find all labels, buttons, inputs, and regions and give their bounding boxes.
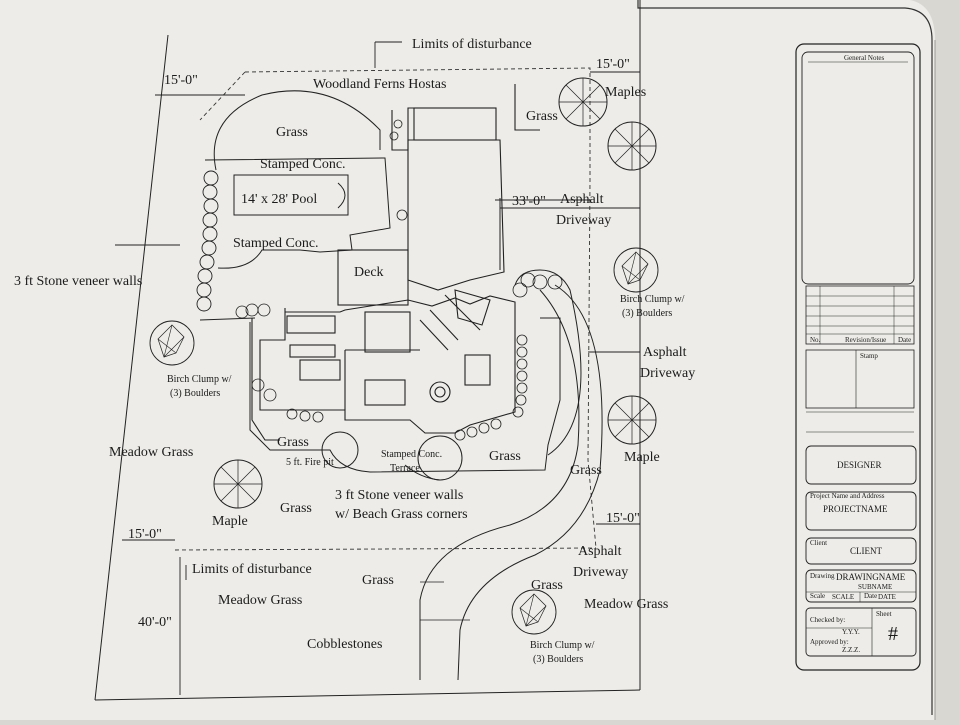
tb-client-label: Client	[810, 539, 827, 547]
tb-approved-label: Approved by:	[810, 638, 849, 646]
tb-scale: SCALE	[832, 593, 854, 601]
label-grass-terrace-l: Grass	[277, 435, 309, 450]
label-grass-bottom: Grass	[280, 501, 312, 516]
tb-date: DATE	[878, 593, 896, 601]
hedge-row	[196, 170, 219, 312]
tb-client: CLIENT	[850, 546, 882, 556]
label-driveway-1: Driveway	[556, 213, 611, 228]
label-limits-bottom: Limits of disturbance	[192, 562, 312, 577]
title-block-text: General Notes No. Revision/Issue Date St…	[810, 54, 911, 654]
label-cobblestones: Cobblestones	[307, 637, 382, 652]
tb-sheet-label: Sheet	[876, 610, 892, 618]
tb-revision-no: No.	[810, 336, 821, 344]
label-grass-lower-right: Grass	[531, 578, 563, 593]
maple-tree-icon	[213, 459, 263, 509]
label-asphalt-2: Asphalt	[643, 345, 687, 360]
label-dim-15-top-right: 15'-0"	[596, 57, 630, 72]
label-driveway-2: Driveway	[640, 366, 695, 381]
label-stone-walls-bottom-1: 3 ft Stone veneer walls	[335, 488, 463, 503]
label-dim-33: 33'-0"	[512, 194, 546, 209]
label-deck: Deck	[354, 265, 384, 280]
label-meadow-left: Meadow Grass	[109, 445, 193, 460]
tb-project-name: PROJECTNAME	[823, 504, 888, 514]
tb-general-notes: General Notes	[844, 54, 885, 62]
maple-tree-icon	[607, 395, 657, 445]
dimension-lines	[115, 41, 640, 695]
tb-drawing-label: Drawing	[810, 572, 835, 580]
label-stone-walls-bottom-2: w/ Beach Grass corners	[335, 507, 468, 522]
label-dim-15-top-left: 15'-0"	[164, 73, 198, 88]
limits-of-disturbance-line	[174, 67, 597, 551]
tb-drawing-sub: SUBNAME	[858, 583, 892, 591]
tb-sheet-number: #	[888, 623, 898, 645]
tb-scale-label: Scale	[810, 592, 825, 600]
label-grass-top: Grass	[526, 109, 558, 124]
driveway	[419, 198, 603, 681]
label-dim-15-bottom-left: 15'-0"	[128, 527, 162, 542]
label-birch-left-2: (3) Boulders	[170, 388, 220, 399]
label-dim-40: 40'-0"	[138, 615, 172, 630]
tb-date-label: Date	[864, 592, 877, 600]
house-foundation-plantings	[235, 119, 563, 441]
label-grass-right: Grass	[570, 463, 602, 478]
plan-labels: Limits of disturbance 15'-0" 15'-0" Wood…	[14, 37, 695, 665]
label-meadow-lower-left: Meadow Grass	[218, 593, 302, 608]
tb-stamp: Stamp	[860, 352, 878, 360]
tb-checked: Y.Y.Y.	[842, 628, 860, 636]
tb-project-label: Project Name and Address	[810, 492, 885, 500]
maple-tree-icon	[607, 121, 657, 171]
label-stone-walls-left: 3 ft Stone veneer walls	[14, 274, 142, 289]
tb-revision-date: Date	[898, 336, 911, 344]
label-grass-nw: Grass	[276, 125, 308, 140]
tb-drawing-name: DRAWINGNAME	[836, 572, 906, 582]
label-birch-right-2: (3) Boulders	[622, 308, 672, 319]
label-maples-top: Maples	[605, 85, 646, 100]
label-terrace-1: Stamped Conc.	[381, 449, 442, 460]
label-birch-left-1: Birch Clump w/	[167, 374, 232, 385]
label-birch-bottom-2: (3) Boulders	[533, 654, 583, 665]
label-driveway-3: Driveway	[573, 565, 628, 580]
label-maple-left: Maple	[212, 514, 248, 529]
terrace-wall	[249, 269, 582, 481]
label-grass-terrace-r: Grass	[489, 449, 521, 464]
label-stamped-top: Stamped Conc.	[260, 157, 346, 172]
label-birch-bottom-1: Birch Clump w/	[530, 640, 595, 651]
label-woodland: Woodland Ferns Hostas	[313, 77, 446, 92]
label-grass-lower: Grass	[362, 573, 394, 588]
label-maple-right: Maple	[624, 450, 660, 465]
label-fire-pit: 5 ft. Fire pit	[286, 457, 334, 468]
label-dim-15-bottom-right: 15'-0"	[606, 511, 640, 526]
label-stamped-mid: Stamped Conc.	[233, 236, 319, 251]
title-block	[795, 43, 921, 671]
tb-designer: DESIGNER	[837, 460, 882, 470]
label-meadow-lower-right: Meadow Grass	[584, 597, 668, 612]
property-lines	[94, 0, 641, 701]
tb-revision-name: Revision/Issue	[845, 336, 886, 344]
tb-checked-label: Checked by:	[810, 616, 845, 624]
pool-area	[199, 90, 391, 321]
house-footprint	[251, 84, 540, 441]
label-asphalt-1: Asphalt	[560, 192, 604, 207]
label-asphalt-3: Asphalt	[578, 544, 622, 559]
label-birch-right-1: Birch Clump w/	[620, 294, 685, 305]
label-limits-top: Limits of disturbance	[412, 37, 532, 52]
cobblestone-path	[420, 581, 470, 621]
tb-approved: Z.Z.Z.	[842, 646, 860, 654]
label-terrace-2: Terrace	[390, 463, 420, 474]
maple-tree-icon	[558, 77, 608, 127]
label-pool: 14' x 28' Pool	[241, 192, 317, 207]
